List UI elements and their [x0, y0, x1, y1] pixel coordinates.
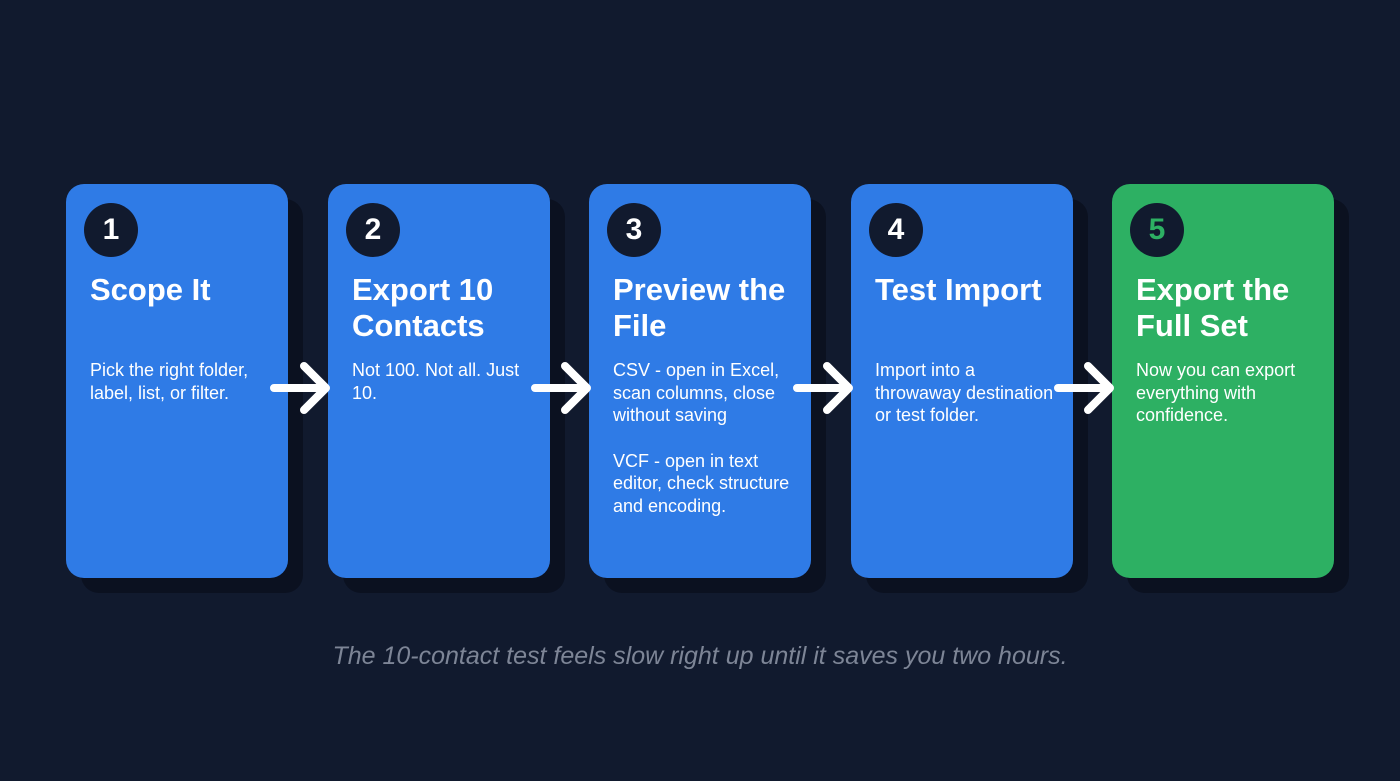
- step-description: Not 100. Not all. Just 10.: [352, 359, 540, 427]
- step-title: Scope It: [90, 272, 211, 307]
- step-card-2: 2 Export 10 Contacts Not 100. Not all. J…: [328, 184, 550, 578]
- step-number-badge: 4: [869, 203, 923, 257]
- arrow-right-icon: [1054, 362, 1114, 414]
- step-description: Now you can export everything with confi…: [1136, 359, 1324, 450]
- arrow-right-icon: [531, 362, 591, 414]
- step-card-4: 4 Test Import Import into a throwaway de…: [851, 184, 1073, 578]
- step-text: VCF - open in text editor, check structu…: [613, 450, 790, 516]
- step-title: Preview the File: [613, 272, 786, 343]
- step-number-badge: 2: [346, 203, 400, 257]
- step-text: Import into a throwaway destination or t…: [875, 360, 1054, 425]
- step-text: Pick the right folder, label, list, or f…: [90, 360, 249, 403]
- step-number-badge: 1: [84, 203, 138, 257]
- arrow-right-icon: [270, 362, 330, 414]
- step-card-1: 1 Scope It Pick the right folder, label,…: [66, 184, 288, 578]
- step-number-badge: 3: [607, 203, 661, 257]
- step-title: Test Import: [875, 272, 1042, 307]
- step-text: CSV - open in Excel, scan columns, close…: [613, 360, 780, 425]
- step-description: Pick the right folder, label, list, or f…: [90, 359, 278, 427]
- step-description: Import into a throwaway destination or t…: [875, 359, 1063, 450]
- step-title: Export the Full Set: [1136, 272, 1290, 343]
- step-card-3: 3 Preview the File CSV - open in Excel, …: [589, 184, 811, 578]
- step-card-5: 5 Export the Full Set Now you can export…: [1112, 184, 1334, 578]
- step-text: Now you can export everything with confi…: [1136, 360, 1296, 425]
- step-description: CSV - open in Excel, scan columns, close…: [613, 359, 801, 540]
- step-text: Not 100. Not all. Just 10.: [352, 360, 520, 403]
- arrow-right-icon: [793, 362, 853, 414]
- step-title: Export 10 Contacts: [352, 272, 494, 343]
- caption: The 10-contact test feels slow right up …: [332, 642, 1068, 670]
- step-number-badge: 5: [1130, 203, 1184, 257]
